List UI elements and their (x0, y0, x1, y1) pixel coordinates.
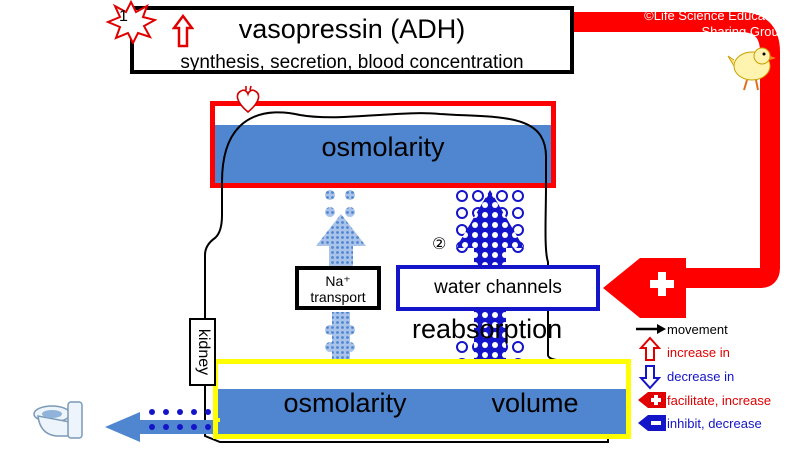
urine-band (218, 389, 626, 434)
kidney-label-box: kidney (189, 318, 216, 386)
legend-icons (636, 324, 666, 431)
copyright-notice: ©Life Science Education Sharing Group (566, 8, 786, 40)
na-label: Na⁺ (325, 273, 351, 289)
step-1-label: 1 (119, 8, 128, 25)
legend-movement: movement (667, 322, 728, 337)
copyright-line-1: ©Life Science Education (644, 8, 786, 23)
reabsorption-label: reabsorption (412, 314, 563, 344)
inhibit-legend-icon (638, 415, 666, 431)
increase-legend-icon (638, 336, 662, 361)
urine-volume-label: volume (491, 388, 579, 418)
step-2-label: ② (432, 236, 447, 253)
plasma-osmolarity-band (215, 125, 551, 183)
na-transport-arrow (316, 214, 366, 268)
copyright-line-2: Sharing Group (701, 24, 786, 39)
legend-facilitate: facilitate, increase (667, 393, 772, 408)
na-transport-box: Na⁺ transport (295, 266, 381, 310)
na-transport-label: transport (310, 289, 366, 305)
urine-outflow-arrow (105, 409, 220, 442)
toilet-icon (33, 401, 83, 439)
chick-icon (727, 47, 776, 91)
movement-arrow-icon (636, 324, 666, 334)
facilitate-legend-icon (638, 392, 666, 408)
plasma-osmolarity-label: osmolarity (321, 132, 445, 162)
water-reabsorption-arrow (456, 190, 524, 268)
adh-subtitle: synthesis, secretion, blood concentratio… (180, 52, 524, 73)
increase-arrow-icon (172, 14, 194, 48)
legend-inhibit: inhibit, decrease (667, 416, 762, 431)
decrease-legend-icon (638, 365, 662, 390)
adh-title: vasopressin (ADH) (238, 14, 466, 44)
heart-icon (236, 85, 260, 114)
adh-box: vasopressin (ADH) synthesis, secretion, … (130, 6, 574, 74)
legend-decrease: decrease in (667, 369, 735, 384)
kidney-label: kidney (194, 328, 212, 376)
water-channels-box: water channels (396, 265, 600, 311)
water-channels-label: water channels (434, 277, 562, 298)
legend-increase: increase in (667, 345, 730, 360)
urine-osmolarity-label: osmolarity (283, 388, 407, 418)
starburst-badge-icon (105, 0, 157, 44)
